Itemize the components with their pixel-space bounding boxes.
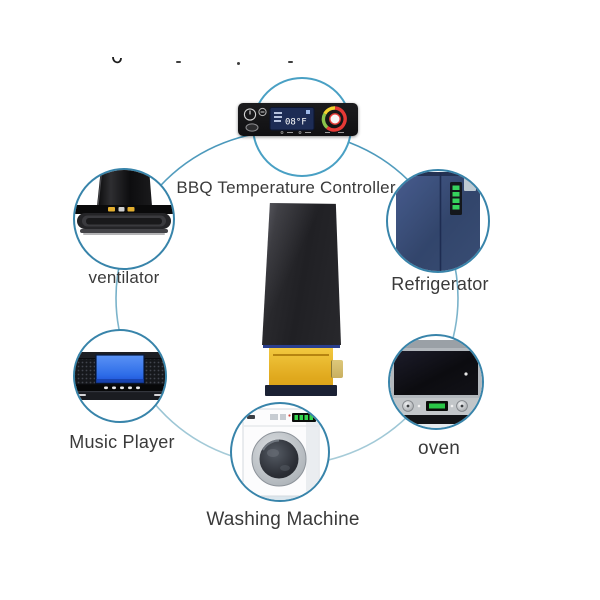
minus-button-icon: [258, 107, 267, 117]
speaker-grille-left: [75, 359, 95, 384]
player-screen: [95, 354, 145, 384]
hood-button: [127, 207, 135, 212]
speaker-grille-right: [145, 359, 165, 384]
washing-machine-art: [235, 408, 325, 500]
oven-knob: [456, 400, 468, 412]
player-buttons: [104, 386, 140, 390]
lcd-bottom-edge: [263, 345, 340, 348]
ventilator-art: [75, 170, 173, 235]
cropped-text-remnant: [288, 61, 293, 63]
refrigerator-circle: [386, 169, 490, 273]
controller-lcd: 08°F: [269, 107, 315, 131]
fridge-corner-sticker: [464, 177, 476, 191]
temperature-dial: [321, 106, 347, 132]
panel-bottom-labels: [280, 131, 344, 134]
label-washing-machine: Washing Machine: [206, 509, 360, 530]
oven-circle: [388, 334, 484, 430]
lcd-status-glyph: [306, 110, 310, 114]
label-music-player: Music Player: [69, 432, 175, 452]
dial-knob: [329, 113, 341, 125]
lcd-temperature-reading: 08°F: [285, 118, 307, 128]
washer-door: [251, 431, 307, 487]
flex-cable-tab: [331, 360, 343, 378]
fridge-display: [450, 182, 462, 215]
label-oven: oven: [417, 438, 461, 459]
music-player-art: [75, 352, 165, 400]
label-refrigerator: Refrigerator: [391, 274, 489, 294]
flex-cable-connector: [265, 385, 337, 396]
power-button-icon: [243, 108, 257, 121]
label-ventilator: ventilator: [88, 268, 160, 287]
lcd-display-strip: [262, 203, 341, 345]
cropped-text-remnant: [176, 61, 181, 63]
washer-logo: [247, 415, 255, 419]
ventilator-circle: [73, 168, 175, 270]
bbq-controller-panel-art: 08°F: [243, 106, 347, 134]
music-player-circle: [73, 329, 167, 423]
washer-led-display: [292, 413, 316, 422]
oven-door-glass: [394, 351, 478, 395]
cropped-text-remnant: [237, 62, 240, 65]
hood-button: [118, 207, 125, 212]
washer-panel-controls: [270, 414, 291, 420]
hood-button: [108, 207, 115, 212]
label-bbq-controller: BBQ Temperature Controller: [176, 178, 396, 197]
bbq-controller-panel: 08°F: [238, 103, 358, 136]
oven-knob: [402, 400, 414, 412]
oval-button: [245, 123, 259, 132]
oven-display: [426, 401, 448, 411]
refrigerator-art: [396, 172, 480, 271]
flex-cable: [269, 348, 333, 390]
oven-art: [390, 340, 482, 428]
washing-machine-circle: [230, 402, 330, 502]
